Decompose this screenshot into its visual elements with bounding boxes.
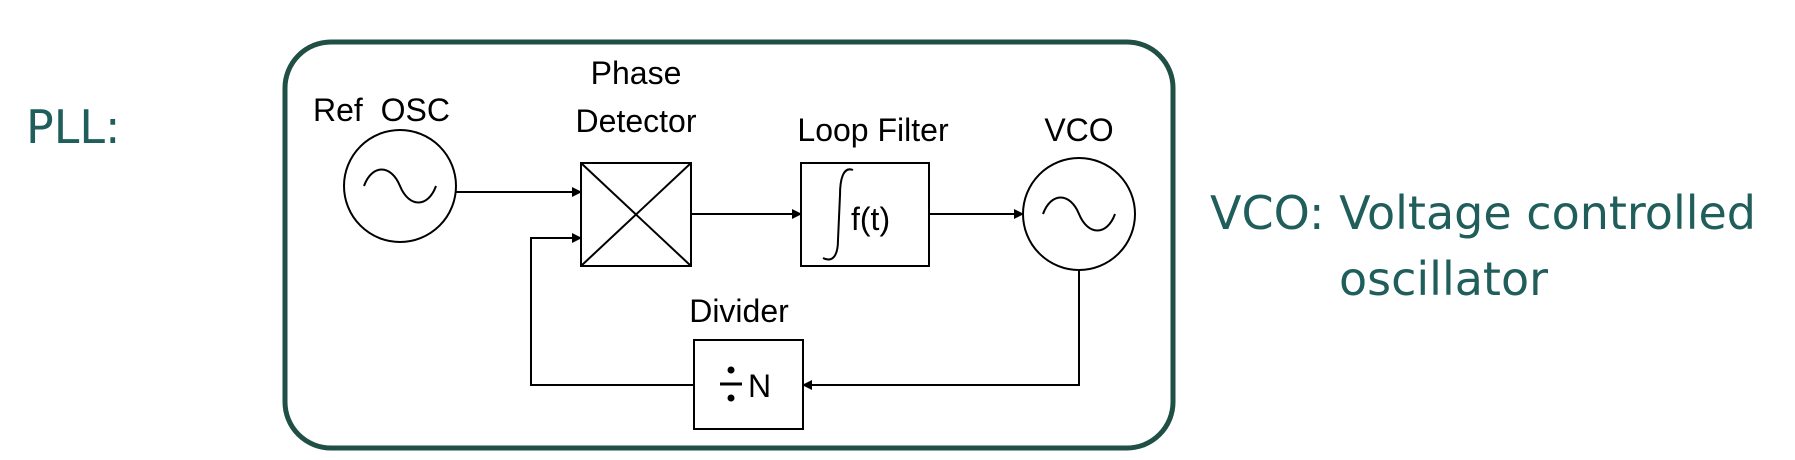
vco-block (1022, 157, 1136, 271)
sine-wave-icon (1042, 196, 1116, 232)
vco-definition-line2: oscillator (1339, 252, 1549, 306)
loop-filter-label: Loop Filter (797, 112, 949, 148)
phase-detector-label-line1: Phase (591, 55, 682, 91)
phase-detector-label-line2: Detector (576, 103, 697, 139)
phase-detector-block (580, 162, 692, 267)
vco-to-divider-arrow (802, 270, 1080, 390)
cross-icon (580, 162, 692, 267)
divider-symbol: N (748, 368, 771, 404)
signal-connections (456, 187, 1080, 390)
loop-filter-symbol: f(t) (851, 201, 890, 237)
loop-filter-block: f(t) (800, 162, 930, 267)
ref-osc-label: Ref OSC (313, 92, 450, 128)
divider-feedback-arrow (530, 233, 694, 386)
divider-block: N (693, 339, 804, 430)
sine-wave-icon (363, 168, 437, 204)
slide-heading: PLL: (26, 100, 121, 154)
ref-osc-block (343, 129, 457, 243)
vco-label: VCO (1044, 112, 1113, 148)
vco-definition-line1: VCO: Voltage controlled (1210, 186, 1757, 240)
diagram-frame (282, 39, 1176, 451)
divider-label: Divider (689, 293, 789, 329)
division-icon (720, 366, 742, 402)
integral-icon (822, 168, 854, 261)
